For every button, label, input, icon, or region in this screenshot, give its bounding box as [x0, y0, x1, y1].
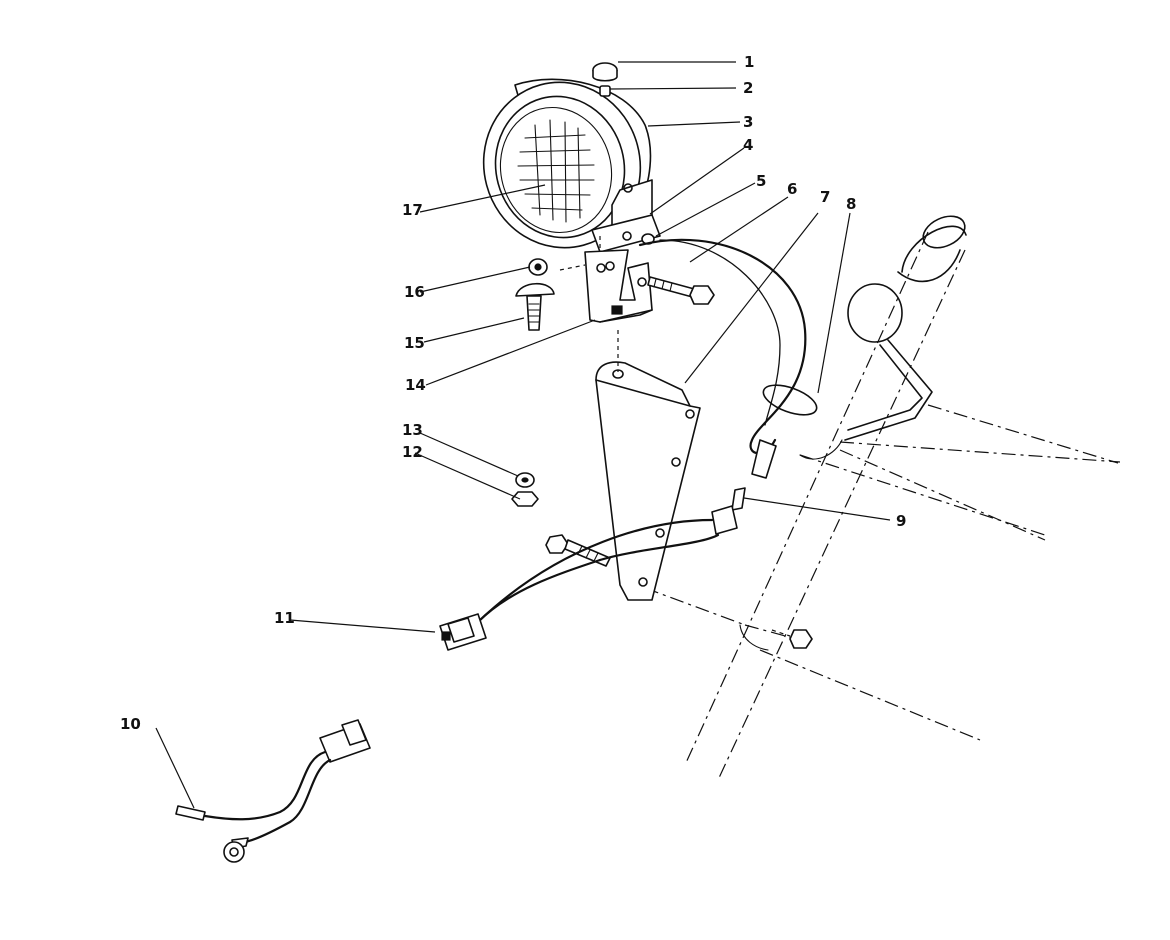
- headlight-assembly: [482, 62, 661, 253]
- hex-bolt-6: [647, 276, 715, 305]
- lens-grid: [517, 119, 595, 223]
- side-bolt: [545, 534, 813, 649]
- washer-and-nut: [511, 472, 539, 507]
- callout-9: 9: [896, 512, 906, 530]
- callout-2: 2: [743, 79, 753, 97]
- mounting-plate: [595, 361, 701, 601]
- callout-13: 13: [402, 421, 423, 439]
- callout-4: 4: [743, 136, 753, 154]
- callout-17: 17: [402, 201, 423, 219]
- callout-7: 7: [820, 188, 830, 206]
- ground-lead-harness: [175, 719, 371, 863]
- callout-5: 5: [756, 172, 766, 190]
- callout-8: 8: [846, 195, 856, 213]
- callout-12: 12: [402, 443, 423, 461]
- callout-3: 3: [743, 113, 753, 131]
- callout-16: 16: [404, 283, 425, 301]
- u-bracket: [584, 249, 653, 323]
- callout-15: 15: [404, 334, 425, 352]
- callout-1: 1: [744, 53, 754, 71]
- callout-6: 6: [787, 180, 797, 198]
- carriage-bolt-and-washer: [515, 258, 555, 331]
- wiring-harness: [439, 238, 818, 651]
- callout-labels: 1 2 3 4 5 6 7 8 9 10 11 12 13 14 15 16 1…: [120, 53, 906, 733]
- handle-frame: [644, 215, 1121, 781]
- leader-lines: [155, 61, 891, 809]
- callout-10: 10: [120, 715, 141, 733]
- callout-11: 11: [274, 609, 295, 627]
- callout-14: 14: [405, 376, 426, 394]
